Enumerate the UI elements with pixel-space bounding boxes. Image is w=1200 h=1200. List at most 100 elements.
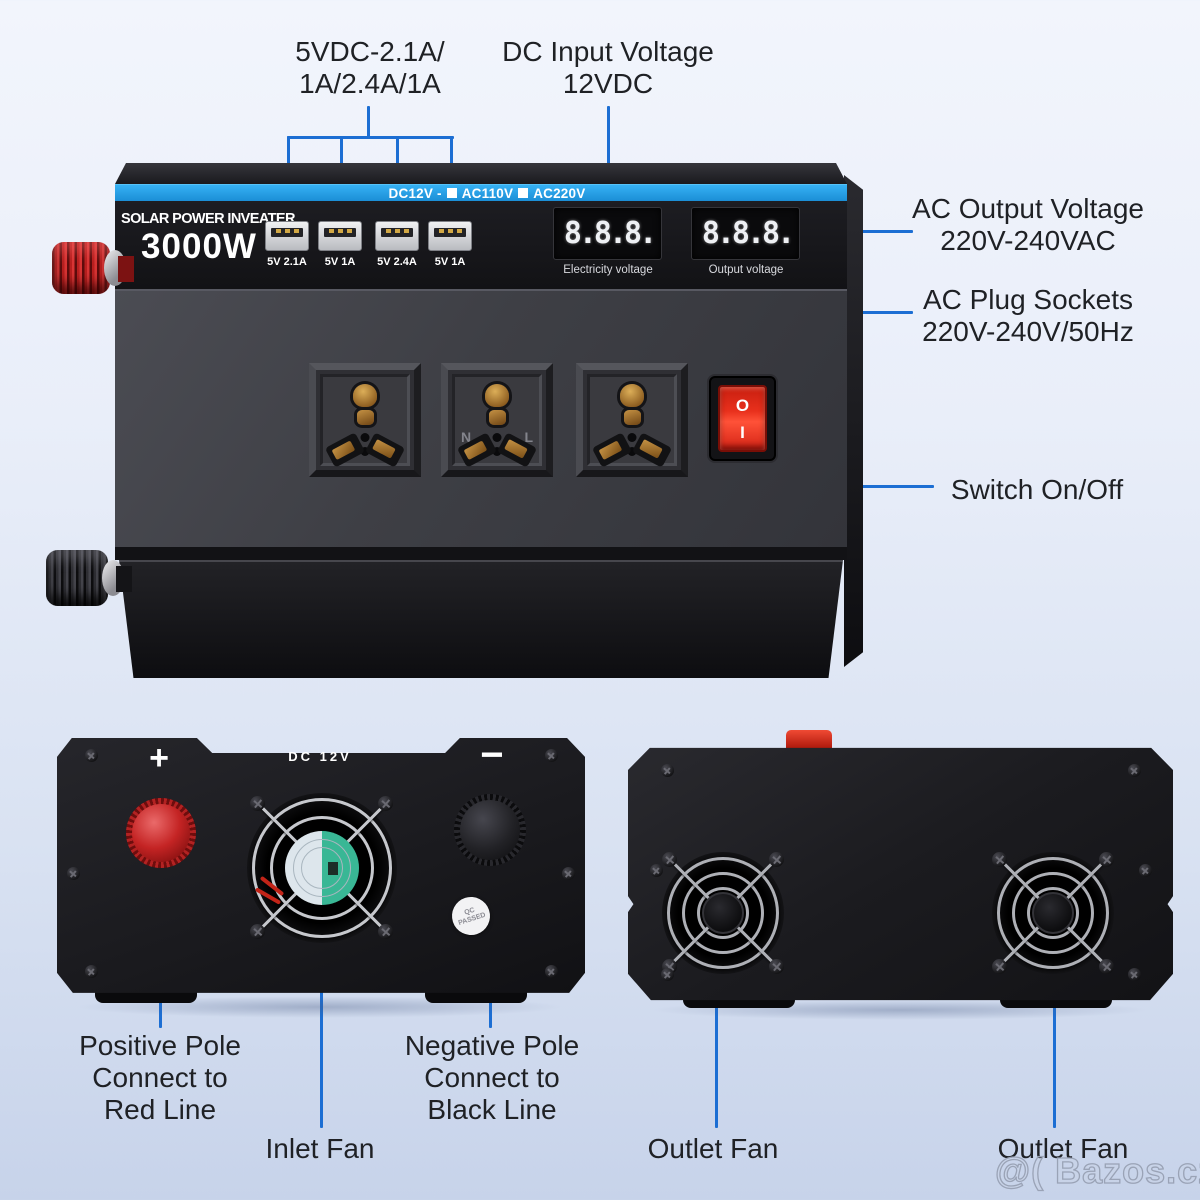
socket-hole-icon	[360, 433, 370, 442]
switch-on-symbol: I	[740, 423, 745, 442]
checkbox-square-icon	[446, 188, 457, 198]
output-voltage-label: Output voltage	[708, 264, 784, 276]
usb-port-4[interactable]	[428, 221, 472, 251]
fan-grille-ring	[682, 872, 764, 954]
ac-output-label: AC Output Voltage 220V-240VAC	[898, 193, 1158, 257]
usb-port-2[interactable]	[318, 221, 362, 251]
knob-dome	[132, 804, 190, 862]
usb-ports-label-line1: 5VDC-2.1A/	[295, 36, 445, 67]
checkbox-square-icon	[518, 188, 529, 198]
negative-pole-label-line1: Negative Pole	[404, 1030, 580, 1061]
ac-sockets-label: AC Plug Sockets 220V-240V/50Hz	[898, 284, 1158, 348]
usb-port-1-label: 5V 2.1A	[267, 256, 307, 268]
usb-port-3-label: 5V 2.4A	[377, 256, 417, 268]
screw-icon	[85, 965, 98, 978]
usb-slot-icon	[324, 228, 356, 237]
screw-icon	[250, 796, 265, 811]
fan-grille-ring	[1012, 872, 1094, 954]
socket-l-marking: L	[524, 429, 533, 445]
inverter-front-view: DC12V - AC110V AC220V SOLAR POWER INVEAT…	[115, 163, 863, 681]
callout-line-outlet-fan-right	[1053, 972, 1056, 1128]
negative-pole-knob[interactable]	[454, 794, 526, 866]
outlet-fan-left	[648, 838, 798, 988]
screw-icon	[661, 764, 674, 777]
positive-terminal[interactable]	[52, 238, 134, 298]
electricity-voltage-value: 8.8.8.	[563, 216, 657, 251]
brand-name: SOLAR POWER INVEATER	[121, 211, 295, 227]
inverter-blue-strip: DC12V - AC110V AC220V	[115, 184, 847, 201]
fan-grille-ring	[667, 857, 779, 969]
usb-slot-icon	[434, 228, 466, 237]
inverter-side-face	[844, 175, 863, 667]
socket-face	[587, 374, 677, 468]
socket-hole-icon	[627, 433, 637, 442]
screw-icon	[545, 965, 558, 978]
inverter-rear-view: + DC 12V − QC PASSED	[57, 733, 585, 1011]
dc-12v-marking: DC 12V	[288, 749, 352, 764]
negative-pole-label: Negative Pole Connect to Black Line	[372, 1030, 612, 1126]
ac-socket-1[interactable]	[309, 363, 421, 477]
brand-wattage: 3000W	[141, 227, 257, 266]
terminal-base	[116, 566, 132, 592]
usb-slot-icon	[381, 228, 413, 237]
inverter-body: N L O I	[115, 289, 847, 547]
output-voltage-display: 8.8.8.	[691, 207, 800, 260]
live-slot-icon	[631, 432, 673, 468]
banner-option-ac110: AC110V	[461, 185, 514, 201]
positive-pole-knob[interactable]	[126, 798, 196, 868]
inverter-bottom-view	[628, 730, 1173, 1012]
usb-ports-label: 5VDC-2.1A/ 1A/2.4A/1A	[240, 36, 500, 100]
socket-face	[320, 374, 410, 468]
ac-socket-2[interactable]: N L	[441, 363, 553, 477]
screw-icon	[661, 968, 674, 981]
negative-pole-label-line2: Connect to	[424, 1062, 560, 1093]
inverter-seam	[115, 547, 847, 560]
ac-socket-3[interactable]	[576, 363, 688, 477]
socket-hole-icon	[627, 447, 637, 456]
screw-icon	[769, 959, 784, 974]
switch-label: Switch On/Off	[950, 474, 1124, 505]
switch-off-symbol: O	[735, 396, 750, 415]
usb-slot-icon	[271, 228, 303, 237]
inverter-lower-casing	[119, 560, 843, 678]
usb-port-1[interactable]	[265, 221, 309, 251]
screw-icon	[378, 796, 393, 811]
inlet-fan	[242, 788, 402, 948]
screw-icon	[562, 867, 575, 880]
power-switch[interactable]: O I	[709, 376, 776, 461]
callout-line-dc-input	[607, 106, 610, 206]
bazos-watermark: @( Bazos.cz	[994, 1149, 1200, 1191]
red-terminal-knob[interactable]	[52, 242, 110, 294]
fan-grille-ring	[270, 816, 374, 920]
outlet-fan-right-label: Outlet Fan	[997, 1133, 1129, 1164]
outlet-fan-left-label: Outlet Fan	[647, 1133, 779, 1164]
socket-hole-icon	[492, 433, 502, 442]
usb-ports-label-line2: 1A/2.4A/1A	[299, 68, 441, 99]
banner-option-ac220: AC220V	[533, 185, 586, 201]
knob-dome	[460, 800, 520, 860]
neutral-slot-icon	[591, 432, 633, 468]
electricity-voltage-label: Electricity voltage	[563, 264, 653, 276]
negative-terminal[interactable]	[46, 546, 134, 610]
outlet-fan-right	[978, 838, 1128, 988]
black-terminal-knob[interactable]	[46, 550, 108, 606]
usb-port-2-label: 5V 1A	[324, 256, 356, 268]
terminal-base	[118, 256, 134, 282]
switch-peek	[786, 730, 832, 750]
fan-grille-ring	[1027, 887, 1079, 939]
positive-pole-label: Positive Pole Connect to Red Line	[40, 1030, 280, 1126]
dc-input-label-line2: 12VDC	[562, 68, 654, 99]
screw-icon	[769, 852, 784, 867]
dc-input-label: DC Input Voltage 12VDC	[478, 36, 738, 100]
screw-icon	[1099, 959, 1114, 974]
negative-pole-label-line3: Black Line	[427, 1094, 557, 1125]
screw-icon	[1099, 852, 1114, 867]
callout-line-outlet-fan-left	[715, 972, 718, 1128]
fan-grille-ring	[252, 798, 392, 938]
screw-icon	[650, 864, 663, 877]
inverter-front-panel: SOLAR POWER INVEATER 3000W 5V 2.1A 5V 1A…	[115, 201, 847, 289]
usb-port-3[interactable]	[375, 221, 419, 251]
switch-rocker[interactable]: O I	[718, 385, 767, 452]
dc-input-label-line1: DC Input Voltage	[502, 36, 714, 67]
